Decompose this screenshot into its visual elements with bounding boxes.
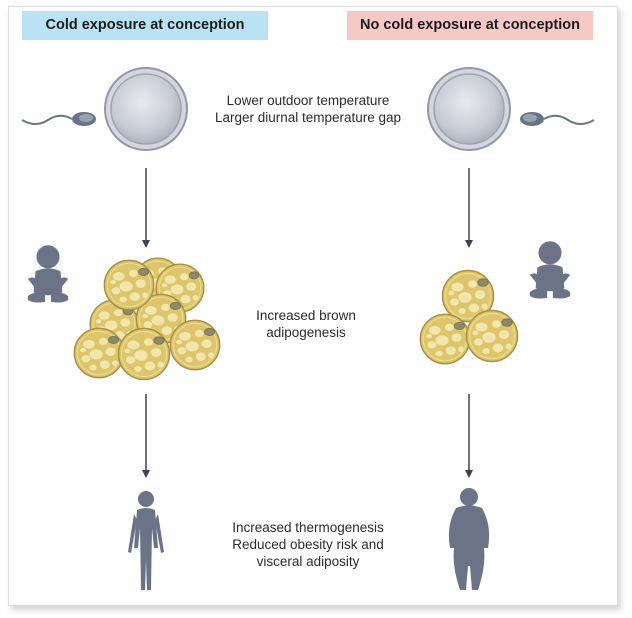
brown-fat-cluster-right xyxy=(419,269,519,365)
baby-icon-left xyxy=(27,245,69,303)
label-line-increased-brown: Increased brown xyxy=(256,308,356,323)
label-adipogenesis: Increased brown adipogenesis xyxy=(226,307,386,341)
label-outcomes: Increased thermogenesis Reduced obesity … xyxy=(196,519,420,570)
brown-fat-cluster-left xyxy=(73,257,221,381)
header-no-cold-exposure: No cold exposure at conception xyxy=(347,11,593,40)
label-line-thermogenesis: Increased thermogenesis xyxy=(232,520,384,535)
label-line-lower-temp: Lower outdoor temperature xyxy=(226,93,390,108)
header-cold-exposure: Cold exposure at conception xyxy=(22,11,268,40)
sperm-icon-right xyxy=(519,111,595,127)
adult-figure-icon-left xyxy=(128,491,164,590)
baby-icon-right xyxy=(529,241,571,299)
sperm-icon-left xyxy=(21,111,97,127)
label-line-visceral: visceral adiposity xyxy=(256,554,360,569)
adult-figure-icon-right xyxy=(448,488,490,590)
label-line-diurnal-gap: Larger diurnal temperature gap xyxy=(214,110,402,125)
egg-cell-icon-right xyxy=(427,67,511,151)
label-temperature: Lower outdoor temperature Larger diurnal… xyxy=(190,92,426,126)
label-line-obesity-risk: Reduced obesity risk and xyxy=(232,537,384,552)
label-line-adipogenesis: adipogenesis xyxy=(266,325,346,340)
egg-cell-icon-left xyxy=(104,67,188,151)
